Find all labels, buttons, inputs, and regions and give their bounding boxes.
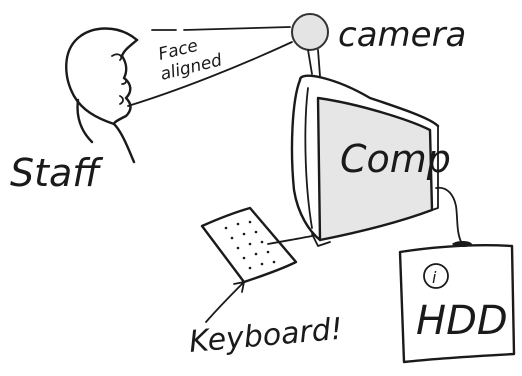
hdd-info-glyph: i xyxy=(432,268,437,287)
comp-label: Comp xyxy=(340,137,451,181)
computer: Comp xyxy=(268,76,462,246)
face-aligned-annotation: Face aligned xyxy=(128,27,292,106)
keyboard-arrow xyxy=(206,282,244,322)
hdd-label: HDD xyxy=(416,298,508,344)
staff-label: Staff xyxy=(10,151,103,195)
camera-lens-icon xyxy=(292,14,328,50)
camera-mount xyxy=(308,50,320,76)
staff-mouth xyxy=(120,96,123,104)
cable-to-hdd xyxy=(436,188,462,244)
camera-label: camera xyxy=(338,15,466,55)
monitor-side-edge xyxy=(305,88,312,228)
staff-figure: Staff xyxy=(10,29,137,196)
camera: camera xyxy=(292,14,466,76)
staff-eye xyxy=(112,54,121,60)
staff-nose xyxy=(122,78,126,84)
staff-neck-line xyxy=(78,100,92,142)
keyboard-outline xyxy=(202,208,296,282)
sight-line-upper xyxy=(152,27,290,30)
keyboard-label: Keyboard! xyxy=(188,312,344,360)
hdd: i HDD xyxy=(400,241,514,362)
